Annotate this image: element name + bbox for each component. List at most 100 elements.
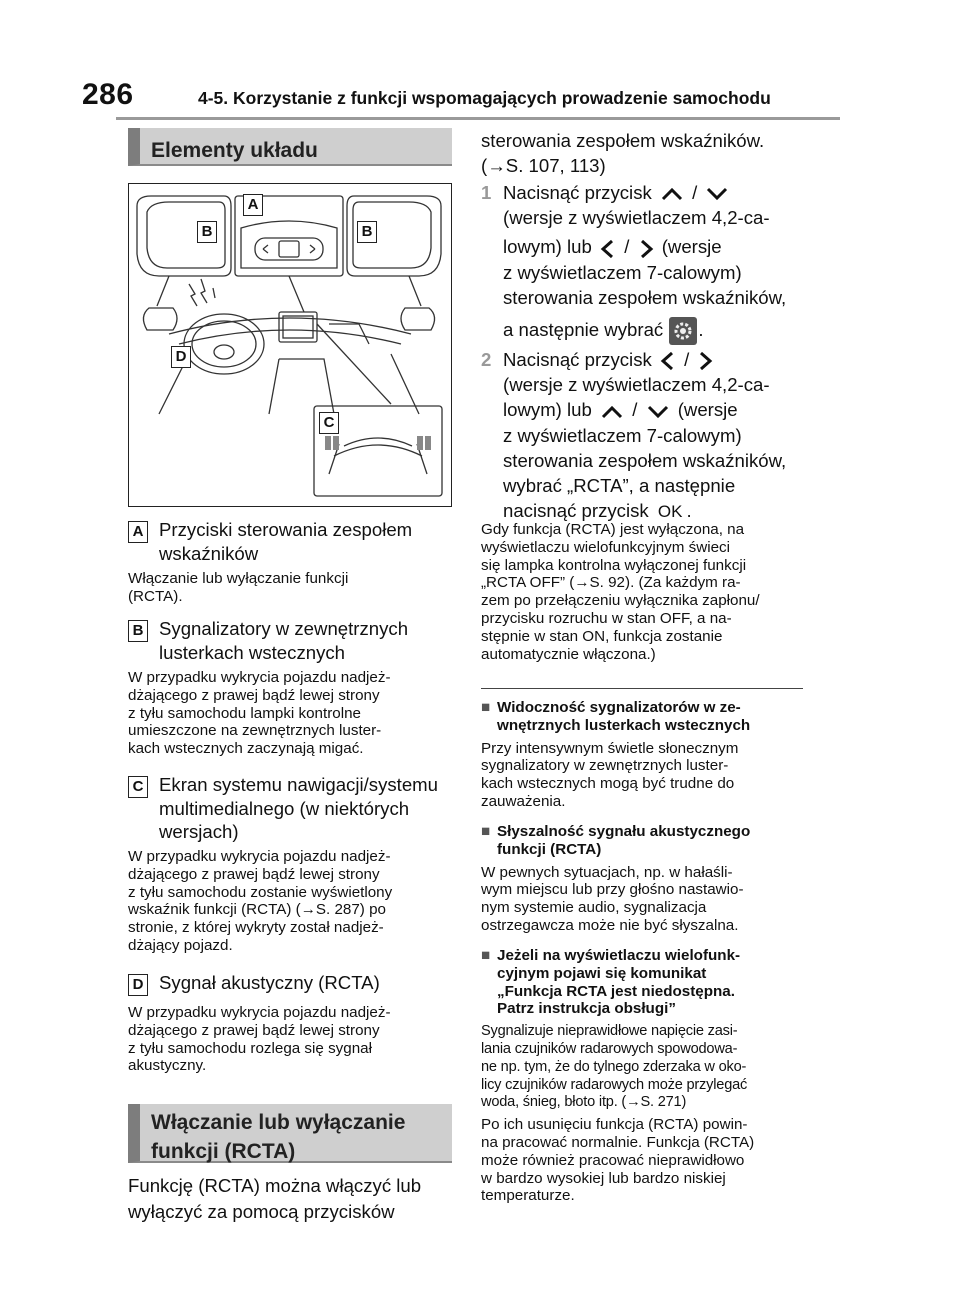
note-visibility: ■ Widoczność sygnalizatorów w ze- wnętrz… — [481, 699, 750, 811]
item-b-label: B — [128, 620, 148, 642]
section-title-toggle: Włączanie lub wyłączanie funkcji (RCTA) — [128, 1104, 452, 1163]
paragraph-line: sterowania zespołem wskaźników. — [481, 130, 765, 151]
slash: / — [684, 349, 690, 370]
body-line: woda, śnieg, błoto itp. (→S. 271) — [481, 1094, 687, 1111]
heading-line: funkcji (RCTA) — [497, 840, 602, 858]
desc-line: z tyłu samochodu lampki kontrolne — [128, 704, 361, 722]
step-line: lowym) lub / (wersje — [503, 234, 821, 259]
step-text: Nacisnąć przycisk — [503, 349, 652, 370]
item-d-label: D — [128, 974, 148, 996]
figure-label-b-left: B — [197, 221, 217, 243]
step-text: (wersje — [677, 399, 738, 421]
gear-icon — [669, 317, 698, 346]
chapter-title: 4-5. Korzystanie z funkcji wspomagającyc… — [198, 88, 771, 108]
step-text: . — [698, 318, 704, 340]
step-text: Nacisnąć przycisk — [503, 182, 652, 203]
desc-line: dżającego z prawej bądź lewej strony — [128, 865, 380, 883]
body-line: ne np. tym, że do tylnego zderzaka w oko… — [481, 1058, 747, 1075]
continued-text: sterowania zespołem wskaźników. (→S. 107… — [481, 128, 764, 178]
heading-line: Jeżeli na wyświetlaczu wielofunk- — [497, 947, 741, 964]
item-c-title-line: multimedialnego (w niektórych — [159, 797, 410, 819]
body-line: kach wstecznych mogą być trudne do — [481, 775, 735, 793]
figure-label-a: A — [243, 194, 263, 216]
desc-line: Włączanie lub wyłączanie funkcji — [128, 570, 349, 587]
body-line: W pewnych sytuacjach, np. w hałaśli- — [481, 863, 733, 881]
heading-line: wnętrznych lusterkach wstecznych — [497, 716, 751, 734]
step-1-number: 1 — [481, 182, 492, 203]
desc-line: W przypadku wykrycia pojazdu nadjeż- — [128, 848, 391, 865]
item-d-title-line: Sygnał akustyczny (RCTA) — [159, 972, 380, 993]
chevron-down-icon — [647, 405, 668, 418]
desc-line: dżający pojazd. — [128, 936, 233, 954]
item-d-desc: W przypadku wykrycia pojazdu nadjeż- dża… — [128, 1004, 391, 1075]
square-bullet-icon: ■ — [481, 823, 491, 840]
chevron-right-icon — [700, 351, 713, 371]
desc-line: umieszczone na zewnętrznych luster- — [128, 722, 382, 740]
body-line: lania czujników radarowych spowodowa- — [481, 1040, 738, 1057]
desc-line: (RCTA). — [128, 587, 183, 605]
desc-line: akustyczny. — [128, 1057, 207, 1075]
note-body: W pewnych sytuacjach, np. w hałaśli- wym… — [481, 864, 750, 935]
slash: / — [624, 236, 630, 258]
step-text: . — [686, 500, 692, 522]
paragraph-line: (→S. 107, 113) — [481, 155, 606, 176]
step-2-number: 2 — [481, 349, 492, 370]
note-line: zem po przełączeniu wyłącznika zapłonu/ — [481, 592, 760, 610]
slash: / — [692, 182, 698, 203]
step-1: 1 Nacisnąć przycisk / (wersje z wyświetl… — [481, 180, 821, 346]
desc-line: W przypadku wykrycia pojazdu nadjeż- — [128, 1004, 391, 1021]
car-interior-illustration — [136, 195, 443, 497]
chevron-up-icon — [601, 405, 623, 418]
note-body: Sygnalizuje nieprawidłowe napięcie zasi-… — [481, 1023, 754, 1205]
note-heading: ■ Jeżeli na wyświetlaczu wielofunk- cyjn… — [481, 947, 754, 1018]
item-c-title-line: wersjach) — [159, 821, 239, 842]
desc-line: dżającego z prawej bądź lewej strony — [128, 1021, 380, 1039]
item-a-title-line: Przyciski sterowania zespołem — [159, 519, 413, 540]
body-line: Sygnalizuje nieprawidłowe napięcie zasi- — [481, 1023, 738, 1040]
note-audibility: ■ Słyszalność sygnału akustycznego funkc… — [481, 823, 750, 935]
body-line: zauważenia. — [481, 792, 566, 810]
note-heading: ■ Słyszalność sygnału akustycznego funkc… — [481, 823, 750, 859]
section-title-elements: Elementy układu — [128, 128, 452, 166]
step-line: z wyświetlaczem 7-calowym) — [503, 261, 742, 283]
step-text: a następnie wybrać — [503, 318, 664, 340]
slash: / — [632, 399, 638, 421]
section-divider — [481, 688, 803, 689]
heading-line: cyjnym pojawi się komunikat — [497, 964, 707, 982]
item-a-desc: Włączanie lub wyłączanie funkcji (RCTA). — [128, 570, 348, 606]
step-line: Nacisnąć przycisk / — [503, 347, 821, 372]
step-text: (wersje — [661, 236, 722, 258]
item-b-desc: W przypadku wykrycia pojazdu nadjeż- dża… — [128, 669, 391, 758]
square-bullet-icon: ■ — [481, 699, 491, 716]
heading-line: „Funkcja RCTA jest niedostępna. — [497, 982, 735, 1000]
heading-line: Słyszalność sygnału akustycznego — [497, 823, 751, 840]
body-line: może również pracować nieprawidłowo — [481, 1151, 745, 1169]
item-c-label: C — [128, 776, 148, 798]
section-title-text: Elementy układu — [151, 139, 318, 162]
section-title-text: funkcji (RCTA) — [151, 1140, 296, 1163]
step-line: (wersje z wyświetlaczem 4,2-ca- — [503, 374, 770, 396]
step-line: Nacisnąć przycisk / — [503, 180, 821, 205]
figure-label-b-right: B — [357, 221, 377, 243]
paragraph-line: Funkcję (RCTA) można włączyć lub — [128, 1175, 422, 1196]
step-line: z wyświetlaczem 7-calowym) — [503, 424, 742, 446]
heading-line: Widoczność sygnalizatorów w ze- — [497, 699, 741, 716]
step-line: lowym) lub / (wersje — [503, 397, 821, 422]
body-line: sygnalizatory w zewnętrznych luster- — [481, 757, 729, 775]
body-line: wym miejscu lub przy głośno nastawio- — [481, 881, 744, 899]
body-line: w bardzo wysokiej lub bardzo niskiej — [481, 1169, 726, 1187]
body-line: licy czujników radarowych może przylegać — [481, 1076, 748, 1093]
item-a-title-line: wskaźników — [159, 542, 259, 564]
step-text: lowym) lub — [503, 236, 592, 258]
note-body: Przy intensywnym świetle słonecznym sygn… — [481, 740, 750, 811]
figure-label-c: C — [319, 412, 339, 434]
desc-line: stronie, z której wykryty został nadjeż- — [128, 919, 384, 937]
body-line: na pracować normalnie. Funkcja (RCTA) — [481, 1133, 755, 1151]
system-diagram: B A B D C — [128, 183, 452, 507]
item-c-title-line: Ekran systemu nawigacji/systemu — [159, 774, 439, 795]
step-text: lowym) lub — [503, 399, 592, 421]
desc-line: z tyłu samochodu rozlega się sygnał — [128, 1039, 372, 1057]
note-heading: ■ Widoczność sygnalizatorów w ze- wnętrz… — [481, 699, 750, 735]
off-note: Gdy funkcja (RCTA) jest wyłączona, na wy… — [481, 521, 760, 663]
note-line: automatycznie włączona.) — [481, 645, 656, 663]
